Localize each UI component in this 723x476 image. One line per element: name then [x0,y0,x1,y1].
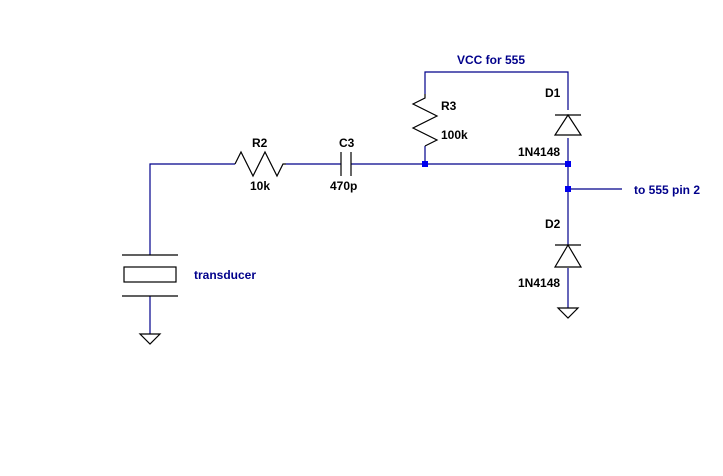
r2-value-label: 10k [250,179,270,193]
ground-icon [556,307,580,319]
wire-transducer-to-r2 [149,163,235,255]
junction-dot [565,186,571,192]
diode-d2 [553,243,583,268]
capacitor-c3 [340,152,352,176]
d2-value-label: 1N4148 [518,276,560,290]
r3-ref-label: R3 [441,99,457,113]
diode-d1 [553,113,583,136]
wires [149,71,622,334]
junction-dot [565,161,571,167]
ground-icon [138,333,162,345]
vcc-net-label: VCC for 555 [457,53,525,67]
r2-ref-label: R2 [252,136,268,150]
c3-ref-label: C3 [339,136,355,150]
d1-value-label: 1N4148 [518,145,560,159]
d1-ref-label: D1 [545,86,561,100]
r3-value-label: 100k [441,128,468,142]
transducer-symbol [122,254,178,297]
output-net-label: to 555 pin 2 [634,183,700,197]
junction-dot [422,161,428,167]
wire-vcc-rail [424,71,569,110]
transducer-label: transducer [194,268,256,282]
d2-ref-label: D2 [545,217,561,231]
c3-value-label: 470p [330,179,357,193]
resistor-r3 [411,94,439,147]
resistor-r2 [234,150,286,178]
